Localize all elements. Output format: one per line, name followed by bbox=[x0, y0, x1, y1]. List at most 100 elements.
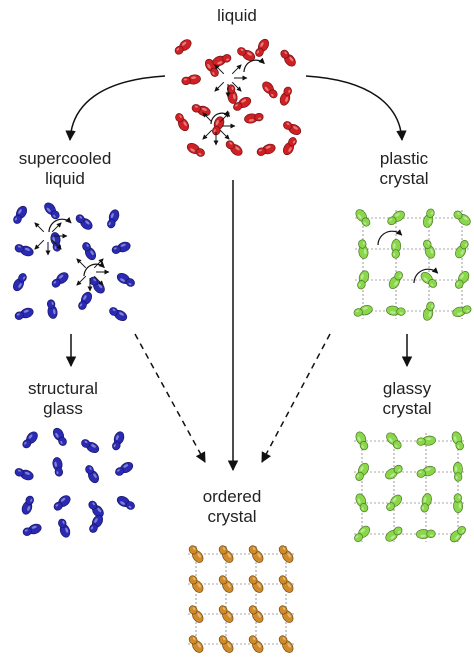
glassy-crystal-molecule bbox=[355, 431, 369, 451]
label-liquid: liquid bbox=[207, 6, 267, 26]
supercooled-liquid-molecule bbox=[75, 214, 93, 230]
supercooled-translation-arrow bbox=[76, 275, 87, 286]
plastic-crystal-molecule bbox=[358, 239, 369, 259]
plastic-crystal-molecule bbox=[387, 210, 405, 226]
label-supercooled-line1: supercooled bbox=[18, 149, 112, 168]
plastic-crystal-molecule bbox=[420, 271, 438, 288]
liquid-molecule bbox=[174, 39, 192, 55]
plastic-crystal-molecule bbox=[453, 210, 471, 226]
supercooled-liquid-molecule bbox=[116, 272, 135, 287]
glassy-crystal-molecule bbox=[385, 464, 403, 480]
liquid-rotation-arrow bbox=[243, 57, 265, 73]
plastic-crystal-molecule bbox=[386, 305, 406, 316]
arrow-plastic-to-ordered bbox=[261, 333, 331, 463]
label-plastic-line2: crystal bbox=[379, 169, 429, 188]
glassy-crystal-molecule bbox=[451, 431, 464, 451]
supercooled-liquid-molecule bbox=[51, 272, 69, 288]
structural-glass-molecule bbox=[58, 518, 71, 538]
structural-glass-molecule bbox=[116, 495, 135, 510]
glassy-crystal-molecule bbox=[386, 494, 403, 512]
supercooled-translation-arrow bbox=[51, 239, 62, 250]
structural-glass-molecule bbox=[53, 495, 71, 511]
ordered-crystal-molecule bbox=[248, 545, 264, 563]
supercooled-translation-arrow bbox=[51, 222, 62, 233]
supercooled-liquid-molecule bbox=[13, 205, 28, 224]
glassy-crystal-lattice-grid bbox=[354, 433, 466, 542]
plastic-crystal-molecule bbox=[353, 304, 373, 317]
glassy-crystal-molecule bbox=[449, 525, 466, 543]
liquid-molecule bbox=[280, 49, 296, 67]
label-plastic-crystal: plastic crystal bbox=[364, 149, 444, 189]
structural-glass-molecule bbox=[14, 468, 34, 481]
ordered-crystal-molecule bbox=[188, 605, 204, 623]
liquid-molecule bbox=[244, 112, 264, 124]
structural-glass-molecule bbox=[115, 461, 134, 476]
liquid-molecule bbox=[283, 121, 302, 136]
label-ordered-line2: crystal bbox=[207, 507, 257, 526]
ordered-crystal-molecule bbox=[278, 605, 294, 623]
liquid-molecule bbox=[233, 96, 252, 111]
plastic-crystal-molecule bbox=[454, 271, 470, 289]
label-liquid-line1: liquid bbox=[217, 6, 257, 25]
structural-glass-molecule bbox=[21, 495, 34, 515]
label-ordered-crystal: ordered crystal bbox=[184, 487, 280, 527]
label-supercooled-line2: liquid bbox=[45, 169, 85, 188]
supercooled-rotation-arrow bbox=[83, 261, 105, 277]
label-plastic-line1: plastic bbox=[379, 149, 429, 168]
liquid-translation-arrow bbox=[214, 64, 225, 75]
structural-glass-molecule bbox=[52, 457, 64, 477]
liquid-molecule bbox=[212, 54, 232, 67]
supercooled-translation-arrow bbox=[93, 258, 104, 269]
liquid-translation-arrow bbox=[202, 112, 213, 123]
supercooled-liquid-molecule bbox=[14, 307, 34, 320]
plastic-crystal-molecule bbox=[422, 208, 435, 228]
liquid-molecule bbox=[262, 81, 278, 99]
plastic-rotation-arrow bbox=[413, 267, 439, 284]
liquid-molecule bbox=[191, 104, 211, 117]
glassy-crystal-molecule bbox=[420, 493, 432, 513]
arrow-liquid-to-supercooled bbox=[65, 75, 166, 142]
supercooled-liquid-molecule bbox=[14, 244, 34, 257]
supercooled-liquid-molecule bbox=[82, 242, 97, 261]
liquid-translation-arrow bbox=[231, 81, 242, 92]
arrow-supercooled-to-ordered bbox=[134, 333, 206, 463]
glassy-crystal-molecule bbox=[416, 529, 436, 540]
plastic-crystal-lattice-grid bbox=[355, 210, 470, 319]
label-glassy-crystal: glassy crystal bbox=[366, 379, 448, 419]
structural-glass-molecule bbox=[22, 523, 42, 536]
liquid-molecule bbox=[282, 137, 297, 156]
label-structural-line2: glass bbox=[43, 399, 83, 418]
ordered-crystal-molecule bbox=[218, 545, 234, 563]
glassy-crystal-molecule bbox=[416, 435, 436, 446]
plastic-crystal-molecule bbox=[452, 305, 472, 318]
liquid-translation-arrow bbox=[231, 64, 242, 75]
liquid-molecule bbox=[225, 140, 243, 156]
liquid-molecule bbox=[186, 142, 205, 157]
label-structural-glass: structural glass bbox=[10, 379, 116, 419]
label-ordered-line1: ordered bbox=[202, 487, 262, 506]
supercooled-translation-arrow bbox=[76, 258, 87, 269]
supercooled-translation-arrow bbox=[34, 222, 45, 233]
plastic-crystal-molecule bbox=[357, 270, 370, 290]
liquid-molecule bbox=[256, 143, 276, 156]
ordered-crystal-molecule bbox=[278, 545, 294, 563]
label-structural-line1: structural bbox=[28, 379, 98, 398]
plastic-crystal-molecule bbox=[388, 271, 403, 289]
supercooled-liquid-molecule bbox=[111, 241, 131, 254]
liquid-rotation-arrow bbox=[210, 110, 231, 125]
glassy-crystal-molecule bbox=[355, 493, 369, 513]
ordered-crystal-molecule bbox=[278, 635, 294, 653]
structural-glass-molecule bbox=[52, 427, 67, 446]
ordered-crystal-molecule bbox=[218, 605, 234, 623]
glassy-crystal-molecule bbox=[416, 465, 436, 478]
structural-glass-molecule bbox=[89, 514, 104, 533]
liquid-molecule bbox=[255, 38, 270, 57]
liquid-translation-arrow bbox=[219, 129, 230, 140]
glassy-crystal-molecule bbox=[453, 493, 464, 513]
glassy-crystal-molecule bbox=[452, 462, 463, 482]
liquid-molecule bbox=[237, 47, 256, 62]
ordered-crystal-molecule bbox=[278, 575, 294, 593]
glassy-crystal-molecule bbox=[355, 462, 369, 481]
